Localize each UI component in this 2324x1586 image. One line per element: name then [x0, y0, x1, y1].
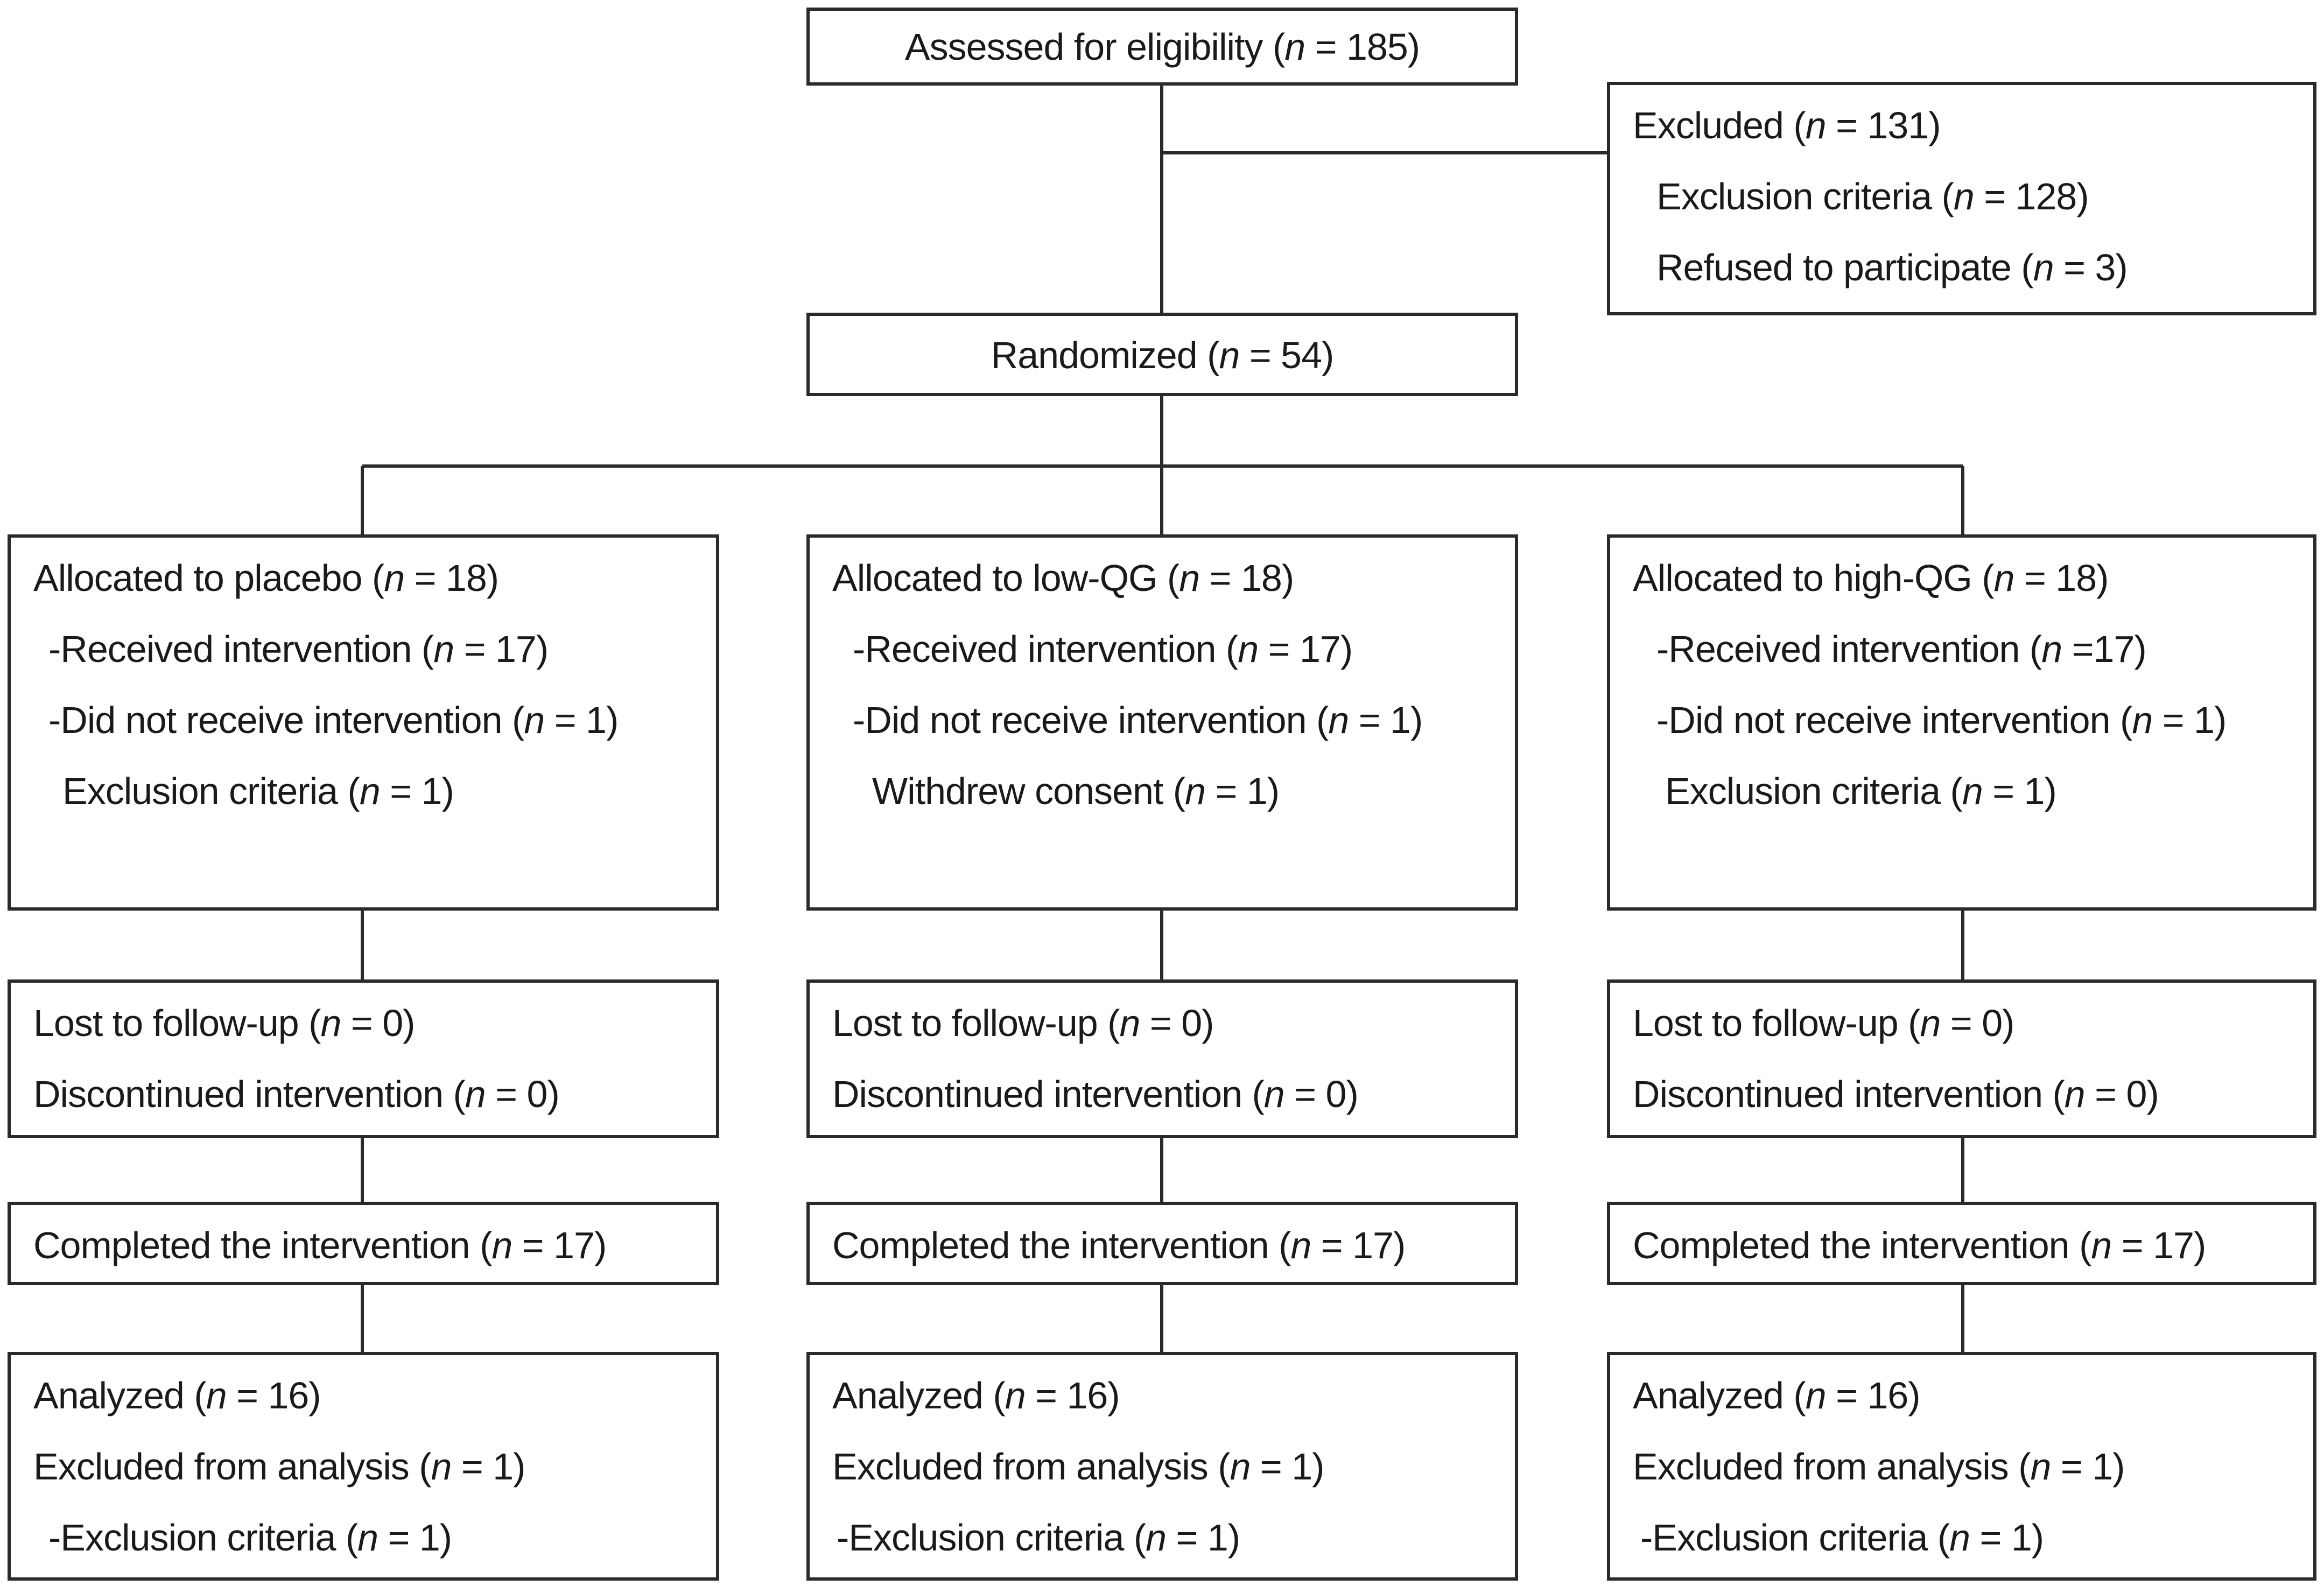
- eligibility-text: Assessed for eligibility (n = 185): [904, 26, 1420, 68]
- lost-to-followup: Lost to follow-up (n = 0): [1633, 1002, 2014, 1044]
- completed-intervention: Completed the intervention (n = 17): [832, 1224, 1406, 1266]
- arm-placebo-analysis-box: Analyzed (n = 16) Excluded from analysis…: [8, 1352, 719, 1581]
- did-not-receive-intervention: -Did not receive intervention (n = 1): [853, 699, 1423, 741]
- arm-high-qg-followup-box: Lost to follow-up (n = 0) Discontinued i…: [1607, 979, 2316, 1138]
- not-received-reason: Exclusion criteria (n = 1): [1665, 770, 2057, 812]
- discontinued-intervention: Discontinued intervention (n = 0): [1633, 1073, 2159, 1115]
- allocation-label: Allocated to high-QG (n = 18): [1633, 557, 2109, 599]
- received-intervention: -Received intervention (n = 17): [853, 628, 1353, 670]
- lost-to-followup: Lost to follow-up (n = 0): [33, 1002, 415, 1044]
- arm-low-qg-analysis-box: Analyzed (n = 16) Excluded from analysis…: [806, 1352, 1518, 1581]
- excluded-from-analysis: Excluded from analysis (n = 1): [1633, 1446, 2125, 1488]
- not-received-reason: Withdrew consent (n = 1): [872, 770, 1280, 812]
- excluded-from-analysis: Excluded from analysis (n = 1): [832, 1446, 1324, 1488]
- arm-placebo-allocation-box: Allocated to placebo (n = 18) -Received …: [8, 534, 719, 911]
- excluded-box: Excluded (n = 131) Exclusion criteria (n…: [1607, 82, 2316, 315]
- arm-low-qg-completed-box: Completed the intervention (n = 17): [806, 1202, 1518, 1285]
- arm-placebo-followup-box: Lost to follow-up (n = 0) Discontinued i…: [8, 979, 719, 1138]
- arm-high-qg-completed-box: Completed the intervention (n = 17): [1607, 1202, 2316, 1285]
- randomized-text: Randomized (n = 54): [991, 334, 1335, 376]
- analysis-exclusion-criteria: -Exclusion criteria (n = 1): [837, 1517, 1240, 1559]
- allocation-label: Allocated to low-QG (n = 18): [832, 557, 1294, 599]
- randomized-box: Randomized (n = 54): [806, 313, 1518, 396]
- discontinued-intervention: Discontinued intervention (n = 0): [33, 1073, 560, 1115]
- excluded-total: Excluded (n = 131): [1633, 104, 1941, 146]
- analysis-exclusion-criteria: -Exclusion criteria (n = 1): [48, 1517, 452, 1559]
- allocation-label: Allocated to placebo (n = 18): [33, 557, 499, 599]
- eligibility-box: Assessed for eligibility (n = 185): [806, 8, 1518, 86]
- analysis-exclusion-criteria: -Exclusion criteria (n = 1): [1640, 1517, 2044, 1559]
- analyzed: Analyzed (n = 16): [33, 1374, 321, 1416]
- arm-low-qg-followup-box: Lost to follow-up (n = 0) Discontinued i…: [806, 979, 1518, 1138]
- received-intervention: -Received intervention (n = 17): [48, 628, 549, 670]
- received-intervention: -Received intervention (n =17): [1656, 628, 2147, 670]
- arm-placebo-completed-box: Completed the intervention (n = 17): [8, 1202, 719, 1285]
- completed-intervention: Completed the intervention (n = 17): [1633, 1224, 2206, 1266]
- arm-low-qg-allocation-box: Allocated to low-QG (n = 18) -Received i…: [806, 534, 1518, 911]
- not-received-reason: Exclusion criteria (n = 1): [62, 770, 454, 812]
- excluded-from-analysis: Excluded from analysis (n = 1): [33, 1446, 525, 1488]
- analyzed: Analyzed (n = 16): [832, 1374, 1120, 1416]
- arm-high-qg-analysis-box: Analyzed (n = 16) Excluded from analysis…: [1607, 1352, 2316, 1581]
- did-not-receive-intervention: -Did not receive intervention (n = 1): [1656, 699, 2227, 741]
- did-not-receive-intervention: -Did not receive intervention (n = 1): [48, 699, 619, 741]
- discontinued-intervention: Discontinued intervention (n = 0): [832, 1073, 1359, 1115]
- completed-intervention: Completed the intervention (n = 17): [33, 1224, 607, 1266]
- analyzed: Analyzed (n = 16): [1633, 1374, 1921, 1416]
- lost-to-followup: Lost to follow-up (n = 0): [832, 1002, 1214, 1044]
- excluded-refused: Refused to participate (n = 3): [1656, 246, 2128, 288]
- excluded-criteria: Exclusion criteria (n = 128): [1656, 175, 2089, 217]
- arm-high-qg-allocation-box: Allocated to high-QG (n = 18) -Received …: [1607, 534, 2316, 911]
